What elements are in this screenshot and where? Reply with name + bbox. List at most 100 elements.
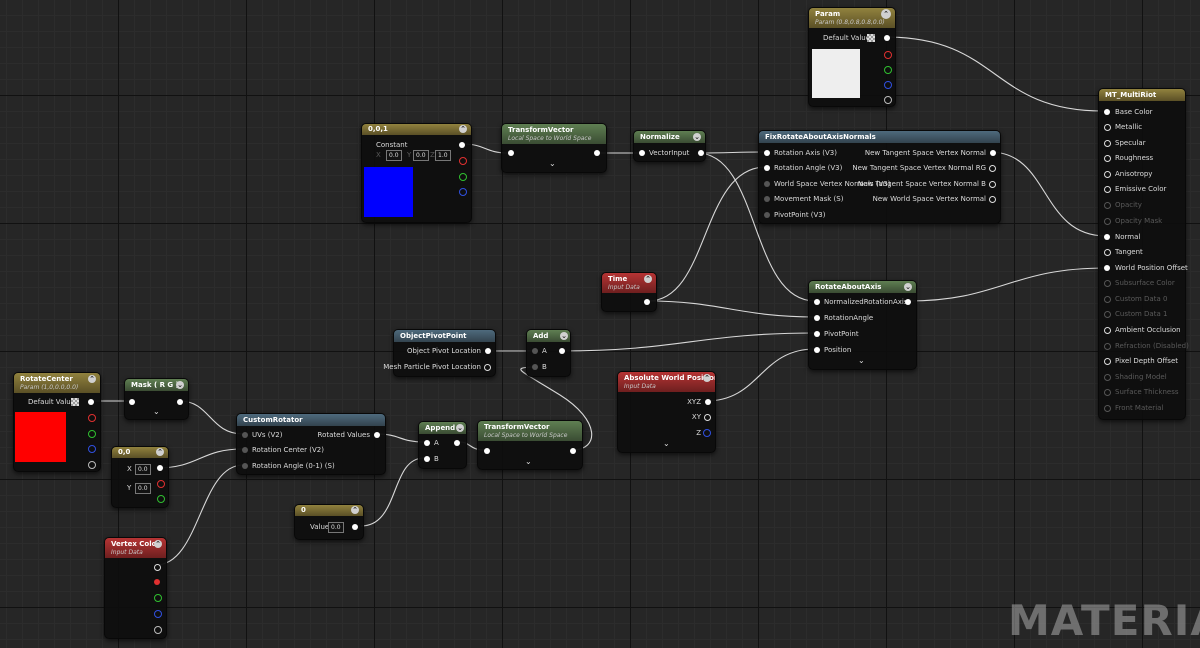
- chevron-down-icon[interactable]: ⌄: [549, 159, 556, 168]
- chevron-down-icon[interactable]: ⌄: [663, 439, 670, 448]
- transform2-output-pin[interactable]: [570, 448, 576, 454]
- constant-y-input[interactable]: 0.0: [413, 150, 429, 161]
- absworld-output-pin[interactable]: [704, 414, 711, 421]
- normalize-node[interactable]: Normalize⌄ VectorInput: [633, 130, 706, 162]
- constant2-node[interactable]: 0,0⌃ X 0.0 Y 0.0: [111, 446, 169, 508]
- fixrotate-input-pin[interactable]: [764, 196, 770, 202]
- mt-pin[interactable]: [1104, 218, 1111, 225]
- transform-input-pin[interactable]: [508, 150, 514, 156]
- objpivot-output-pin[interactable]: [484, 364, 491, 371]
- mask-input-pin[interactable]: [129, 399, 135, 405]
- collapse-icon[interactable]: ⌃: [88, 375, 96, 383]
- object-pivot-point-node[interactable]: ObjectPivotPoint Object Pivot Location M…: [383, 329, 496, 377]
- mask-node[interactable]: Mask ( R G )⌄ ⌄: [124, 378, 189, 420]
- constant-x-input[interactable]: 0.0: [386, 150, 402, 161]
- mt-pin[interactable]: [1104, 124, 1111, 131]
- mask-output-pin[interactable]: [177, 399, 183, 405]
- rotcenter-g-pin[interactable]: [88, 430, 96, 438]
- mt-pin[interactable]: [1104, 374, 1111, 381]
- append-a-pin[interactable]: [424, 440, 430, 446]
- mt-pin[interactable]: [1104, 389, 1111, 396]
- collapse-icon[interactable]: ⌃: [703, 374, 711, 382]
- constant-r-pin[interactable]: [459, 157, 467, 165]
- normalize-input-pin[interactable]: [639, 150, 645, 156]
- fixrotate-input-pin[interactable]: [764, 181, 770, 187]
- customrot-input-pin[interactable]: [242, 463, 248, 469]
- mt-pin[interactable]: [1104, 265, 1110, 271]
- chevron-down-icon[interactable]: ⌄: [456, 424, 464, 432]
- rotate-input-pin[interactable]: [814, 315, 820, 321]
- customrot-input-pin[interactable]: [242, 447, 248, 453]
- vcolor-a-pin[interactable]: [154, 626, 162, 634]
- transform2-input-pin[interactable]: [484, 448, 490, 454]
- collapse-icon[interactable]: ⌃: [644, 275, 652, 283]
- rotate-about-axis-node[interactable]: RotateAboutAxis⌄ NormalizedRotationAxis …: [808, 280, 917, 370]
- objpivot-output-pin[interactable]: [485, 348, 491, 354]
- mt-pin[interactable]: [1104, 405, 1111, 412]
- collapse-icon[interactable]: ⌃: [156, 448, 164, 456]
- vcolor-r-pin[interactable]: [154, 579, 160, 585]
- mt-pin[interactable]: [1104, 186, 1111, 193]
- fixrotate-output-pin[interactable]: [989, 165, 996, 172]
- mt-pin[interactable]: [1104, 109, 1110, 115]
- rotcenter-color-swatch[interactable]: [15, 412, 66, 462]
- absworld-output-pin[interactable]: [703, 429, 711, 437]
- time-output-pin[interactable]: [644, 299, 650, 305]
- vcolor-b-pin[interactable]: [154, 610, 162, 618]
- chevron-down-icon[interactable]: ⌄: [693, 133, 701, 141]
- chevron-down-icon[interactable]: ⌄: [858, 356, 865, 365]
- fixrotate-input-pin[interactable]: [764, 165, 770, 171]
- transform-output-pin[interactable]: [594, 150, 600, 156]
- custom-rotator-node[interactable]: CustomRotator UVs (V2) Rotation Center (…: [236, 413, 386, 475]
- add-a-pin[interactable]: [532, 348, 538, 354]
- add-node[interactable]: Add⌄ A B: [526, 329, 571, 377]
- rotate-input-pin[interactable]: [814, 347, 820, 353]
- constant-rgb-pin[interactable]: [459, 142, 465, 148]
- mt-pin[interactable]: [1104, 327, 1111, 334]
- mt-pin[interactable]: [1104, 343, 1111, 350]
- mt-pin[interactable]: [1104, 280, 1111, 287]
- fixrotate-input-pin[interactable]: [764, 150, 770, 156]
- fixrotate-output-pin[interactable]: [990, 150, 996, 156]
- add-b-pin[interactable]: [532, 364, 538, 370]
- constant-vector-node[interactable]: 0,0,1⌃ Constant X 0.0 Y 0.0 Z 1.0: [361, 123, 472, 223]
- checker-icon[interactable]: [867, 34, 875, 42]
- fixrotate-input-pin[interactable]: [764, 212, 770, 218]
- param-a-pin[interactable]: [884, 96, 892, 104]
- constant-color-swatch[interactable]: [364, 167, 413, 217]
- rotate-output-pin[interactable]: [905, 299, 911, 305]
- scalar-constant-node[interactable]: 0⌃ Value 0.0: [294, 504, 364, 540]
- rotcenter-b-pin[interactable]: [88, 445, 96, 453]
- customrot-output-pin[interactable]: [374, 432, 380, 438]
- mt-pin[interactable]: [1104, 140, 1111, 147]
- rotcenter-rgb-pin[interactable]: [88, 399, 94, 405]
- mt-pin[interactable]: [1104, 296, 1111, 303]
- mt-pin[interactable]: [1104, 171, 1111, 178]
- material-output-node[interactable]: MT_MultiRiot Base Color Metallic Specula…: [1098, 88, 1189, 420]
- collapse-icon[interactable]: ⌃: [459, 125, 467, 133]
- mt-pin[interactable]: [1104, 155, 1111, 162]
- param-b-pin[interactable]: [884, 81, 892, 89]
- param-color-swatch[interactable]: [812, 49, 860, 98]
- chevron-down-icon[interactable]: ⌄: [176, 381, 184, 389]
- param-g-pin[interactable]: [884, 66, 892, 74]
- append-b-pin[interactable]: [424, 456, 430, 462]
- constant2-r-pin[interactable]: [157, 480, 165, 488]
- rotate-input-pin[interactable]: [814, 299, 820, 305]
- mt-pin[interactable]: [1104, 311, 1111, 318]
- chevron-down-icon[interactable]: ⌄: [904, 283, 912, 291]
- constant2-rg-pin[interactable]: [157, 465, 163, 471]
- collapse-icon[interactable]: ⌃: [351, 506, 359, 514]
- fixrotate-output-pin[interactable]: [989, 181, 996, 188]
- rotcenter-a-pin[interactable]: [88, 461, 96, 469]
- constant2-y-input[interactable]: 0.0: [135, 483, 151, 494]
- normalize-output-pin[interactable]: [698, 150, 704, 156]
- vcolor-rgb-pin[interactable]: [154, 564, 161, 571]
- param-r-pin[interactable]: [884, 51, 892, 59]
